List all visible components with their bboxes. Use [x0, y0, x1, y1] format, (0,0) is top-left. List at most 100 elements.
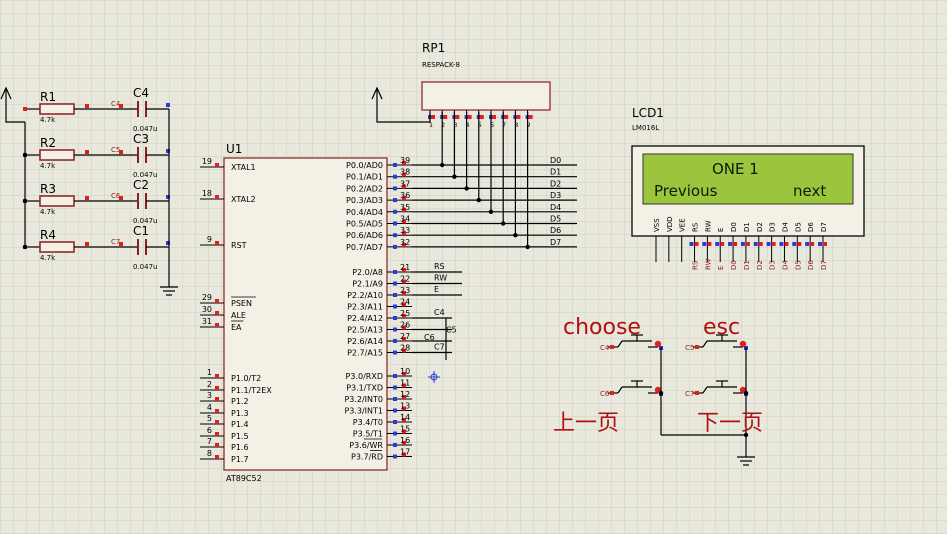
resistor-r3[interactable] — [39, 195, 75, 207]
mcu-pin-number: 4 — [207, 403, 212, 412]
mcu-pin-label: P1.6 — [231, 443, 249, 452]
lcd-pin-label: VSS — [653, 218, 661, 232]
pin-marker — [393, 198, 397, 203]
rp1-body[interactable] — [421, 81, 551, 111]
net-label-C7: C7 — [434, 343, 445, 352]
lcd-net-label-D3: D3 — [769, 260, 777, 270]
mcu-pin-number: 34 — [400, 215, 410, 224]
mcu-pin-label: P0.1/AD1 — [346, 173, 383, 182]
lcd-pin-label: D4 — [781, 222, 789, 232]
capacitor-net-label: C7 — [111, 238, 120, 246]
rc-network[interactable]: R14.7kR24.7kR34.7kR44.7kC40.047uC4C30.04… — [22, 86, 170, 281]
wire-junction — [440, 162, 445, 168]
button-contact[interactable] — [702, 340, 708, 348]
net-label-C5: C5 — [446, 326, 457, 335]
pin-marker — [393, 233, 397, 238]
button-contact[interactable] — [617, 340, 623, 348]
lcd-net-label-RS: RS — [692, 260, 700, 270]
pin-marker — [753, 242, 758, 246]
button-terminal — [739, 340, 747, 348]
pin-marker — [85, 104, 89, 108]
mcu-pin-number: 14 — [400, 413, 410, 422]
vcc-arrow-rp1 — [371, 86, 431, 123]
pin-marker — [215, 299, 219, 303]
net-label-C6: C6 — [424, 333, 435, 342]
pin-marker — [393, 270, 397, 274]
resistor-r4[interactable] — [39, 241, 75, 253]
pin-marker — [393, 304, 397, 309]
pin-marker — [805, 242, 810, 246]
wire-junction — [22, 244, 28, 250]
rp1-pin-number: 2 — [441, 122, 445, 129]
resistor-r1[interactable] — [39, 103, 75, 115]
lcd-ref: LCD1 — [632, 106, 664, 120]
resistor-ref: R2 — [40, 136, 56, 150]
pin-marker — [215, 323, 219, 327]
pin-marker — [402, 406, 406, 411]
pin-marker — [689, 242, 694, 246]
button-contact[interactable] — [702, 386, 708, 394]
wire-junction — [658, 390, 664, 396]
pin-marker — [215, 195, 219, 199]
ground-symbol-buttons — [737, 435, 755, 466]
mcu-pin-label: P2.5/A13 — [347, 326, 383, 335]
rp1-pin-number: 6 — [490, 122, 494, 129]
lcd-net-label-D6: D6 — [807, 260, 815, 270]
pin-marker — [504, 115, 509, 119]
net-label-D4: D4 — [550, 203, 561, 212]
pin-marker — [393, 454, 397, 459]
mcu-pin-number: 36 — [400, 191, 410, 200]
pin-marker — [771, 242, 776, 246]
pin-marker — [402, 314, 406, 318]
mcu-pin-label: P1.4 — [231, 420, 249, 429]
wire-junction — [22, 152, 28, 158]
pushbutton-c5[interactable]: C5 — [685, 334, 748, 352]
lcd-line-2-left: Previous — [654, 182, 718, 200]
lcd-pin-label: D6 — [807, 222, 815, 232]
pin-marker — [797, 242, 802, 246]
pin-marker — [402, 383, 406, 388]
mcu-pin-number: 9 — [207, 235, 212, 244]
mcu-pin-number: 3 — [207, 391, 212, 400]
mcu-pin-number: 27 — [400, 332, 410, 341]
lcd-net-label-D7: D7 — [820, 260, 828, 270]
pin-marker — [823, 242, 827, 246]
wire-junction — [452, 174, 457, 179]
lcd-pin-label: RW — [704, 220, 712, 232]
mcu-pin-number: 15 — [400, 425, 410, 434]
pin-marker — [393, 385, 397, 390]
pin-marker — [431, 115, 435, 119]
mcu-pin-label: P2.7/A15 — [347, 349, 383, 358]
mcu-pin-label: P3.0/RXD — [346, 372, 383, 381]
mcu-u1[interactable]: U1 AT89C52 19XTAL118XTAL29RST29PSEN30ALE… — [200, 142, 412, 483]
mcu-pin-label: P2.2/A10 — [347, 291, 383, 300]
pin-marker — [215, 374, 219, 378]
capacitor-ref: C1 — [133, 224, 149, 238]
pin-marker — [402, 219, 406, 224]
mcu-pin-number: 24 — [400, 298, 410, 307]
button-net-label: C6 — [600, 390, 610, 398]
pin-marker — [166, 149, 170, 153]
lcd-net-label-D4: D4 — [781, 260, 789, 270]
mcu-pin-label: P0.2/AD2 — [346, 184, 383, 193]
mcu-pin-label: P1.7 — [231, 455, 249, 464]
mcu-pin-label: P2.0/A8 — [352, 268, 383, 277]
pushbutton-c7[interactable]: C7 — [685, 380, 748, 398]
resistor-r2[interactable] — [39, 149, 75, 161]
mcu-part: AT89C52 — [226, 474, 262, 483]
lcd-net-label-D1: D1 — [743, 260, 751, 270]
pin-marker — [402, 291, 406, 295]
pin-marker — [119, 242, 123, 246]
pin-marker — [402, 325, 406, 330]
button-contact[interactable] — [617, 386, 623, 394]
rp1-pin-number: 7 — [502, 122, 506, 129]
pin-marker — [818, 242, 822, 246]
pin-marker — [402, 184, 406, 189]
lcd-net-label-D5: D5 — [794, 260, 802, 270]
button-net-label: C4 — [600, 344, 610, 352]
mcu-body[interactable] — [223, 157, 388, 471]
